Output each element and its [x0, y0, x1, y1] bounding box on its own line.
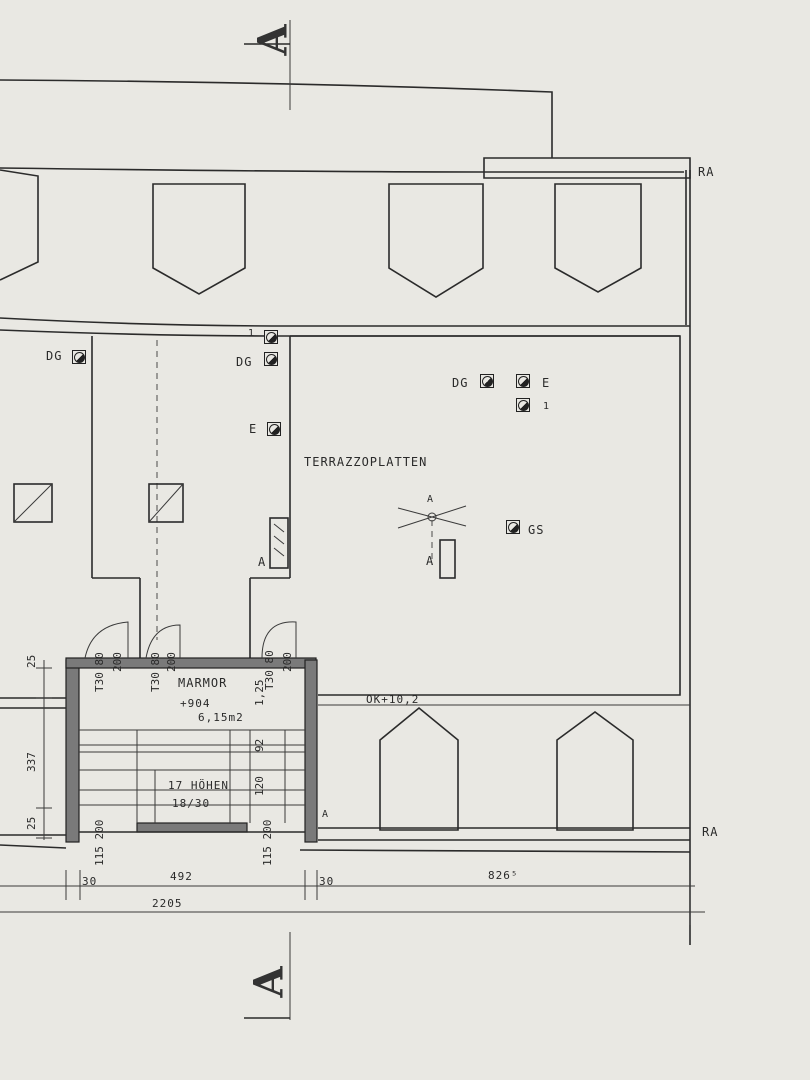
section-marker-bottom: A: [245, 966, 293, 998]
dim-25-top: 25: [25, 654, 38, 668]
bay-window-3: [388, 183, 484, 298]
wall-mid: [0, 317, 690, 327]
dim-120: 120: [253, 776, 266, 796]
dim-115-200-left: 115 200: [93, 819, 106, 866]
dim-t30-80-2: T30 80: [149, 652, 162, 692]
fixture-line-2: [397, 505, 467, 529]
left-wall-d: [0, 844, 67, 849]
facade-line-1: [0, 167, 684, 173]
gs-label: GS: [528, 523, 545, 537]
dim-125: 1,25: [253, 679, 266, 707]
one-symbol-mid: [264, 330, 278, 344]
e-label-right: E: [542, 376, 551, 390]
dim-92: 92: [253, 738, 266, 752]
a-label-right-bottom: A: [426, 554, 435, 568]
stair-wall-right: [304, 659, 318, 843]
dim-30-right: 30: [319, 875, 335, 888]
stair-wall-bottom: [136, 822, 248, 833]
a-label-mid: A: [258, 555, 267, 569]
one-label-right: 1: [543, 401, 551, 412]
dg-symbol-right: [480, 374, 494, 388]
dim-200-1: 200: [111, 652, 124, 672]
heater-mid: [269, 517, 289, 569]
wall-mid-2: [0, 329, 680, 337]
heater-right: [439, 539, 456, 579]
a-label-right-top: A: [427, 494, 435, 505]
outer-wall-top: [0, 79, 553, 158]
e-label-mid: E: [249, 422, 258, 436]
large-room-outline: [290, 335, 681, 696]
dim-492: 492: [170, 870, 193, 883]
e-symbol-right: [516, 374, 530, 388]
dg-symbol-mid: [264, 352, 278, 366]
ra-label-top: RA: [698, 165, 715, 179]
dim-2205: 2205: [152, 897, 183, 910]
step-ratio-label: 18/30: [172, 797, 211, 810]
bay-window-2: [152, 183, 246, 295]
dg-label-left: DG: [46, 349, 63, 363]
room-label-terrazzo: TERRAZZOPLATTEN: [304, 455, 428, 469]
one-label-mid: 1: [248, 328, 256, 339]
bay-window-4: [554, 183, 642, 293]
stair-room-label: MARMOR: [178, 676, 228, 690]
dg-label-right: DG: [452, 376, 469, 390]
lower-facade-3: [299, 849, 691, 853]
dg-label-mid: DG: [236, 355, 253, 369]
bay-window-6: [556, 711, 634, 831]
ok-label: OK+10,2: [366, 693, 420, 706]
one-symbol-right: [516, 398, 530, 412]
dg-symbol-left: [72, 350, 86, 364]
a-label-stair: A: [322, 809, 330, 820]
dim-200-3: 200: [281, 652, 294, 672]
elevation-label: +904: [180, 697, 211, 710]
stair-treads: [79, 729, 305, 823]
door-swing-3: [261, 621, 297, 659]
dim-826: 826⁵: [488, 869, 519, 882]
door-swing-1: [84, 621, 129, 659]
facade-line-2: [483, 157, 691, 179]
door-swing-2: [145, 624, 181, 659]
steps-label: 17 HÖHEN: [168, 779, 229, 792]
dim-115-200-right: 115 200: [261, 819, 274, 866]
bay-window-5: [379, 706, 459, 831]
dim-t30-80-1: T30 80: [93, 652, 106, 692]
section-marker-top: A: [249, 24, 297, 56]
dim-337: 337: [25, 752, 38, 772]
gs-symbol: [506, 520, 520, 534]
ra-label-bottom: RA: [702, 825, 719, 839]
bay-window-1: [0, 169, 39, 281]
stair-wall-left: [65, 659, 80, 843]
dim-30-left: 30: [82, 875, 98, 888]
dim-200-2: 200: [165, 652, 178, 672]
dim-25-bottom: 25: [25, 816, 38, 830]
vent-box-mid: [148, 483, 184, 523]
area-label: 6,15m2: [198, 711, 244, 724]
vent-box-left: [13, 483, 53, 523]
e-symbol-mid: [267, 422, 281, 436]
